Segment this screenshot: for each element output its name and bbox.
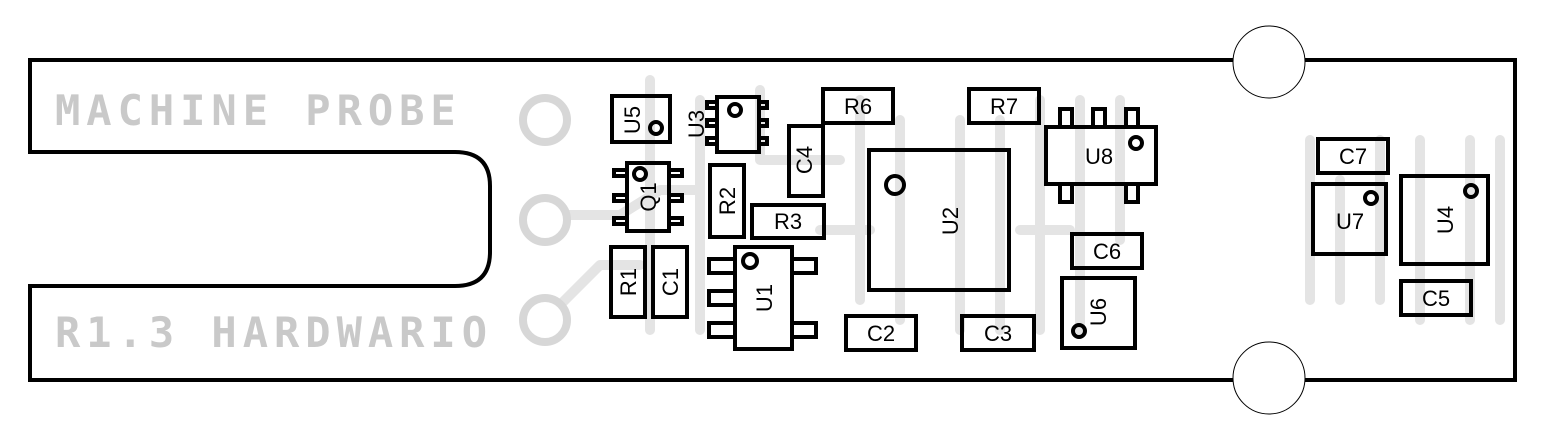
label-u5: U5	[620, 106, 645, 134]
label-u8: U8	[1085, 144, 1113, 169]
label-c1: C1	[658, 268, 683, 296]
component-u2: U2	[867, 148, 1011, 292]
component-c5: C5	[1399, 279, 1473, 317]
component-c3: C3	[960, 314, 1036, 352]
component-r7: R7	[967, 87, 1041, 125]
component-c2: C2	[844, 314, 918, 352]
label-u6: U6	[1086, 298, 1111, 326]
board-outline	[28, 58, 1517, 382]
component-u3: U3	[684, 95, 769, 154]
component-c7: C7	[1316, 137, 1390, 175]
test-holes	[519, 94, 571, 346]
test-hole-3	[519, 294, 571, 346]
component-r3: R3	[750, 203, 826, 240]
label-r7: R7	[990, 94, 1018, 119]
label-u7: U7	[1336, 209, 1364, 234]
component-r2: R2	[708, 163, 746, 239]
label-r3: R3	[774, 209, 802, 234]
component-u8: U8	[1044, 107, 1158, 204]
label-c4: C4	[792, 146, 817, 174]
component-r6: R6	[821, 87, 895, 125]
component-u5: U5	[610, 94, 672, 144]
test-hole-2	[519, 194, 571, 246]
label-r6: R6	[844, 94, 872, 119]
label-q1: Q1	[636, 182, 661, 211]
label-r1: R1	[616, 268, 641, 296]
component-u6: U6	[1060, 276, 1137, 350]
component-u7: U7	[1311, 182, 1388, 256]
mounting-hole-bottom	[1232, 341, 1306, 415]
component-u4: U4	[1399, 174, 1490, 266]
label-r2: R2	[715, 187, 740, 215]
label-c5: C5	[1422, 286, 1450, 311]
label-c6: C6	[1093, 239, 1121, 264]
board-revision: R1.3 HARDWARIO	[55, 308, 493, 357]
test-hole-1	[519, 94, 571, 146]
component-u1: U1	[707, 245, 818, 351]
mounting-hole-top	[1232, 25, 1306, 99]
component-q1: Q1	[612, 161, 684, 233]
component-c6: C6	[1070, 232, 1144, 270]
component-c1: C1	[651, 245, 689, 319]
label-c7: C7	[1339, 144, 1367, 169]
copper-traces	[540, 75, 1505, 335]
label-u3: U3	[684, 110, 709, 138]
label-u2: U2	[938, 207, 963, 235]
label-u4: U4	[1433, 206, 1458, 234]
board-title: MACHINE PROBE	[55, 86, 462, 135]
component-c4: C4	[787, 123, 825, 198]
label-c2: C2	[867, 321, 895, 346]
label-c3: C3	[984, 321, 1012, 346]
label-u1: U1	[752, 284, 777, 312]
component-r1: R1	[609, 245, 647, 319]
